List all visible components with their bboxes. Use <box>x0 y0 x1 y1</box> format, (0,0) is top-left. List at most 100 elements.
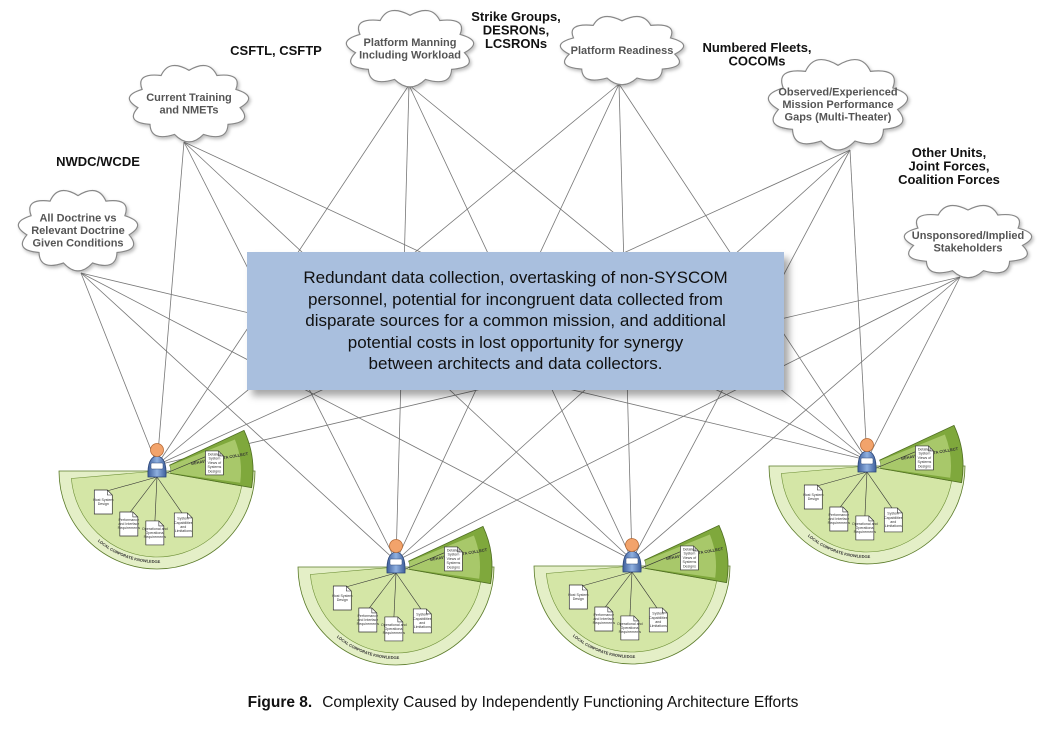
document-label-line: Requirements <box>828 521 851 525</box>
document-label-line: Requirements <box>619 630 642 634</box>
cloud-label-manning-line: Platform Manning <box>364 37 457 49</box>
cloud-shape <box>128 64 250 143</box>
document-sheet <box>145 520 165 546</box>
document-label-line: Operational and <box>852 522 878 526</box>
document-label-line: Requirements <box>383 631 406 635</box>
connection-doctrine-architect-2 <box>80 272 397 562</box>
document-fold <box>693 545 699 552</box>
document-sheet <box>412 608 432 634</box>
document-label-line: Views of <box>447 557 461 561</box>
doc-link <box>603 571 633 610</box>
document-label-line: Requirements <box>593 621 616 625</box>
person-head <box>860 438 874 452</box>
person-head <box>150 443 164 457</box>
document-label-line: Requirements <box>854 530 877 534</box>
document-sheet <box>883 507 903 533</box>
cloud-label-training-line: and NMETs <box>159 104 218 116</box>
connection-unsponsored-architect-4 <box>866 276 961 461</box>
org-label-strike: Strike Groups,DESRONs,LCSRONs <box>471 9 561 51</box>
document-label-line: Limitations <box>175 529 192 533</box>
cloud-label-observed-line: Observed/Experienced <box>778 87 897 99</box>
fan-inner <box>71 470 243 558</box>
org-label-strike-line: DESRONs, <box>483 23 549 38</box>
org-label-other: Other Units,Joint Forces,Coalition Force… <box>898 145 1000 187</box>
document-label-line: Limitations <box>885 524 902 528</box>
document-label-line: Detailed <box>683 548 696 552</box>
document-fold <box>582 585 588 591</box>
figure-label: Figure 8. <box>247 694 313 711</box>
document-label-line: System <box>416 613 428 617</box>
cloud-label-readiness: Platform Readiness <box>571 45 674 57</box>
document-label-line: Performance <box>594 613 615 617</box>
cloud-label-readiness-line: Platform Readiness <box>571 45 674 57</box>
document-sheet <box>855 515 875 541</box>
org-label-strike-line: Strike Groups, <box>471 9 561 24</box>
org-label-nwdc: NWDC/WCDE <box>56 154 140 169</box>
cloud-shape <box>17 189 139 272</box>
cloud-label-manning-line: Including Workload <box>359 49 461 61</box>
document-fold <box>107 490 113 496</box>
document-label-line: Capabilities <box>413 617 432 621</box>
document-label-line: and Interface <box>118 522 139 526</box>
org-label-other-line: Coalition Forces <box>898 172 1000 187</box>
doc-link <box>367 572 397 611</box>
org-label-csftl-line: CSFTL, CSFTP <box>230 43 322 58</box>
document-label-line: Systems <box>683 560 697 564</box>
document-label-line: Design <box>573 597 584 601</box>
document-label-line: Designs <box>683 564 696 568</box>
document-label-line: Limitations <box>414 625 431 629</box>
document-label-line: System <box>652 612 664 616</box>
figure-caption: Figure 8.Complexity Caused by Independen… <box>0 694 1046 712</box>
document-sheet <box>384 616 404 642</box>
doc-link <box>629 571 633 618</box>
document-label-line: Operational <box>621 626 640 630</box>
document-label-line: and Interface <box>593 617 614 621</box>
org-label-nwdc-line: NWDC/WCDE <box>56 154 140 169</box>
cloud-shape <box>559 15 685 86</box>
document-label-line: Operational and <box>142 527 168 531</box>
document-fold <box>842 506 848 513</box>
document-label-line: Host System <box>93 498 113 502</box>
person-badge <box>150 462 164 470</box>
document-label-line: Operational <box>146 531 165 535</box>
document-label-line: Designs <box>918 464 931 468</box>
document-label-line: Performance <box>119 518 140 522</box>
document-label-line: Capabilities <box>174 521 193 525</box>
doc-link <box>864 471 868 518</box>
architect-person-icon <box>622 538 642 573</box>
document-fold <box>187 512 193 519</box>
person-badge <box>860 457 874 465</box>
document-label-line: System <box>447 553 459 557</box>
document-fold <box>662 607 668 614</box>
document-label-line: Design <box>337 598 348 602</box>
connection-training-architect-1 <box>156 141 185 466</box>
document-sheet <box>620 615 640 641</box>
document-sheet <box>358 607 378 633</box>
org-label-csftl: CSFTL, CSFTP <box>230 43 322 58</box>
document-fold <box>928 445 934 452</box>
document-label-line: Host System <box>332 594 352 598</box>
doc-link <box>838 471 868 510</box>
doc-link <box>866 471 894 511</box>
doc-link <box>866 447 925 473</box>
document-label-line: System <box>918 452 930 456</box>
document-label-line: Capabilities <box>649 616 668 620</box>
